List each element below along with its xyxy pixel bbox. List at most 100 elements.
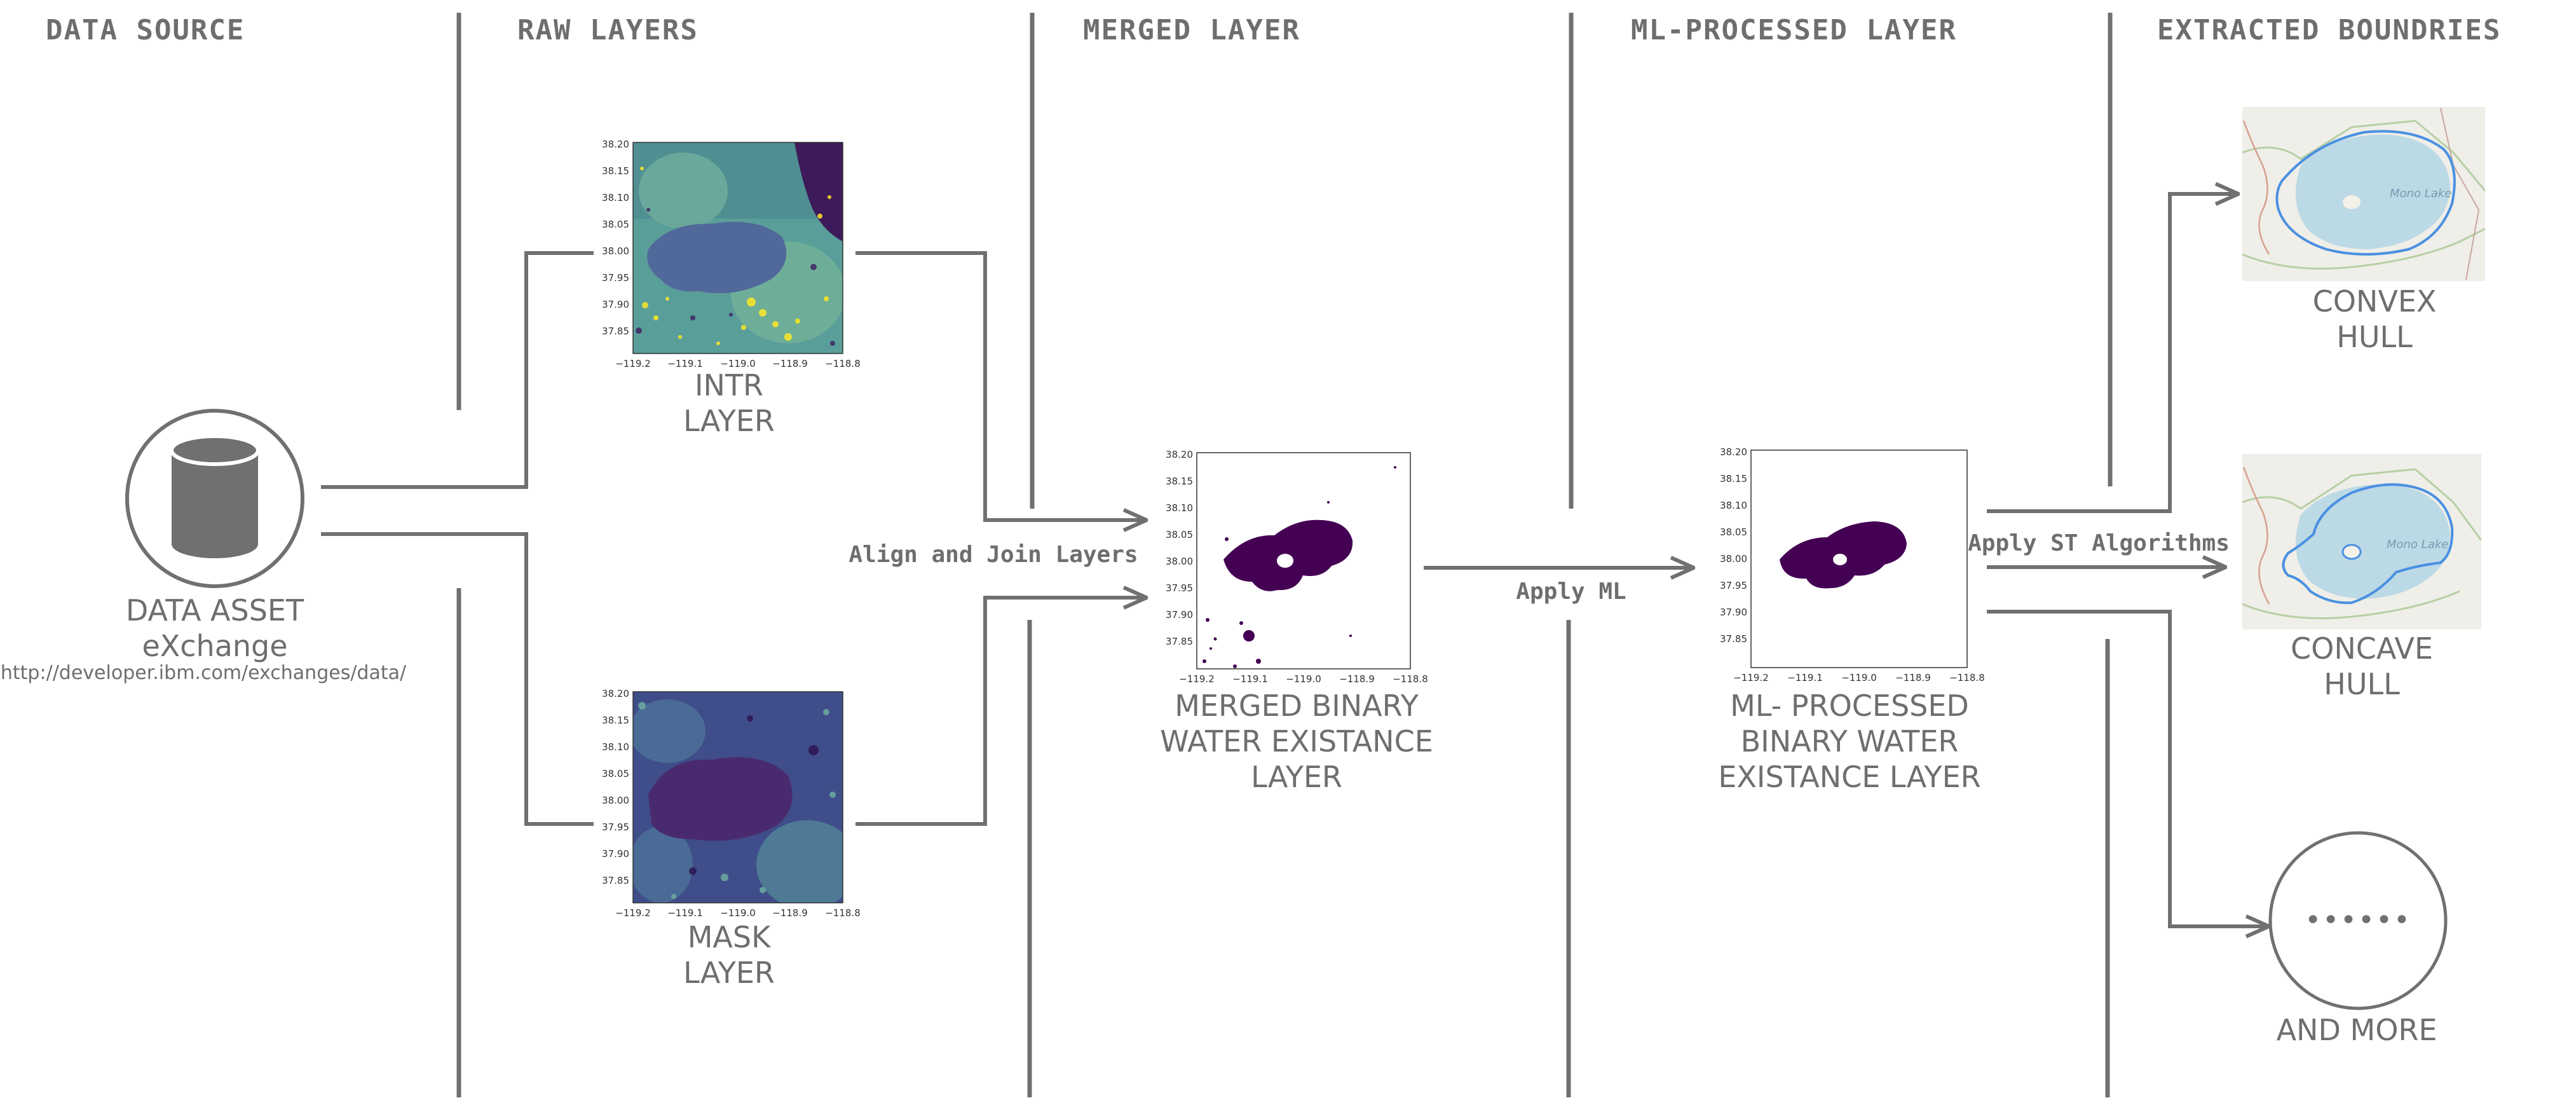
source-label-line2: eXchange	[142, 629, 287, 663]
merged-label-line1: MERGED BINARY	[1175, 689, 1419, 723]
column-separators	[456, 13, 2113, 1097]
convex-label-line1: CONVEX	[2313, 284, 2437, 319]
connector-source-mask	[321, 532, 594, 826]
mask-label-line2: LAYER	[683, 956, 775, 990]
intr-axis-labels: 38.20 38.15 38.10 38.05 38.00 37.95 37.9…	[602, 139, 861, 369]
ml-axis-labels: 38.20 38.15 38.10 38.05 38.00 37.95 37.9…	[1720, 446, 1985, 683]
y-tick: 38.10	[1166, 502, 1193, 514]
x-tick: −119.1	[667, 907, 703, 919]
header-ml-processed-layer: ML-PROCESSED LAYER	[1631, 14, 1957, 46]
y-tick: 37.85	[602, 326, 629, 337]
x-tick: −118.8	[825, 358, 861, 369]
more-label: AND MORE	[2277, 1013, 2437, 1047]
x-tick: −119.1	[667, 358, 703, 369]
x-tick: −119.2	[1733, 672, 1769, 683]
x-tick: −119.1	[1232, 673, 1268, 685]
y-tick: 38.15	[1720, 473, 1747, 484]
y-tick: 38.05	[602, 219, 629, 230]
intr-layer-plot	[632, 142, 843, 354]
y-tick: 38.15	[602, 165, 629, 177]
more-circle: ••••••	[2268, 831, 2448, 1010]
y-tick: 38.10	[602, 192, 629, 203]
step-apply-st-label: Apply ST Algorithms	[1968, 530, 2230, 556]
y-tick: 38.00	[1166, 556, 1193, 567]
x-tick: −118.9	[772, 358, 808, 369]
y-tick: 37.90	[1166, 609, 1193, 621]
mask-axis-labels: 38.20 38.15 38.10 38.05 38.00 37.95 37.9…	[602, 688, 861, 919]
concave-label-line2: HULL	[2324, 667, 2400, 701]
mask-label-line1: MASK	[688, 920, 772, 954]
x-tick: −119.0	[720, 907, 756, 919]
y-tick: 37.90	[602, 848, 629, 860]
x-tick: −119.2	[1179, 673, 1215, 685]
connector-source-intr	[321, 251, 594, 489]
convex-hull-map: Mono Lake	[2242, 107, 2485, 281]
merged-axis-labels: 38.20 38.15 38.10 38.05 38.00 37.95 37.9…	[1166, 449, 1428, 685]
y-tick: 37.95	[1720, 580, 1747, 591]
y-tick: 38.15	[602, 715, 629, 726]
x-tick: −118.9	[772, 907, 808, 919]
convex-label-line2: HULL	[2336, 320, 2413, 354]
connector-ml-convex	[1987, 194, 2239, 513]
y-tick: 38.00	[602, 245, 629, 257]
y-tick: 38.05	[602, 768, 629, 779]
x-tick: −118.8	[1393, 673, 1428, 685]
y-tick: 37.85	[602, 875, 629, 886]
ellipsis-icon: ••••••	[2305, 904, 2411, 937]
y-tick: 38.20	[602, 688, 629, 699]
y-tick: 38.15	[1166, 476, 1193, 487]
convex-map-place-name: Mono Lake	[2390, 187, 2451, 200]
y-tick: 38.00	[602, 795, 629, 806]
merged-label-line3: LAYER	[1251, 760, 1342, 794]
merged-label-line2: WATER EXISTANCE	[1160, 724, 1433, 758]
y-tick: 37.95	[602, 272, 629, 284]
concave-hull-map: Mono Lake	[2242, 454, 2481, 629]
x-tick: −118.9	[1895, 672, 1931, 683]
y-tick: 37.85	[1166, 636, 1193, 647]
y-tick: 38.20	[602, 139, 629, 150]
x-tick: −119.2	[615, 907, 651, 919]
y-tick: 38.05	[1166, 529, 1193, 540]
ml-label-line2: BINARY WATER	[1741, 724, 1959, 758]
y-tick: 38.05	[1720, 526, 1747, 538]
concave-label-line1: CONCAVE	[2291, 631, 2433, 666]
y-tick: 38.20	[1166, 449, 1193, 460]
x-tick: −118.8	[1949, 672, 1985, 683]
y-tick: 37.90	[1720, 607, 1747, 618]
x-tick: −119.2	[615, 358, 651, 369]
intr-label-line2: LAYER	[683, 404, 775, 438]
y-tick: 37.95	[602, 821, 629, 833]
connector-intr-merged	[855, 251, 1147, 520]
y-tick: 37.90	[602, 299, 629, 310]
step-align-join-label: Align and Join Layers	[848, 542, 1138, 568]
ml-layer-plot	[1750, 450, 1968, 668]
merged-layer-plot	[1196, 452, 1411, 669]
x-tick: −119.1	[1787, 672, 1823, 683]
header-raw-layers: RAW LAYERS	[517, 14, 699, 46]
ml-label-line3: EXISTANCE LAYER	[1718, 760, 1980, 794]
header-data-source: DATA SOURCE	[46, 14, 245, 46]
y-tick: 38.00	[1720, 553, 1747, 565]
database-icon	[125, 409, 304, 588]
y-tick: 38.10	[602, 741, 629, 753]
concave-map-place-name: Mono Lake	[2387, 538, 2448, 551]
header-extracted-boundaries: EXTRACTED BOUNDRIES	[2157, 14, 2501, 46]
header-merged-layer: MERGED LAYER	[1083, 14, 1300, 46]
y-tick: 37.95	[1166, 582, 1193, 594]
source-url-link[interactable]: http://developer.ibm.com/exchanges/data/	[1, 662, 407, 684]
x-tick: −118.9	[1339, 673, 1375, 685]
x-tick: −118.8	[825, 907, 861, 919]
y-tick: 38.20	[1720, 446, 1747, 458]
y-tick: 38.10	[1720, 500, 1747, 511]
connector-mask-merged	[855, 598, 1147, 826]
x-tick: −119.0	[1286, 673, 1321, 685]
ml-label-line1: ML- PROCESSED	[1730, 689, 1969, 723]
x-tick: −119.0	[720, 358, 756, 369]
mask-layer-plot	[632, 691, 843, 903]
intr-label-line1: INTR	[695, 368, 763, 402]
y-tick: 37.85	[1720, 633, 1747, 645]
step-apply-ml-label: Apply ML	[1516, 579, 1626, 605]
x-tick: −119.0	[1841, 672, 1877, 683]
source-label-line1: DATA ASSET	[126, 593, 304, 628]
